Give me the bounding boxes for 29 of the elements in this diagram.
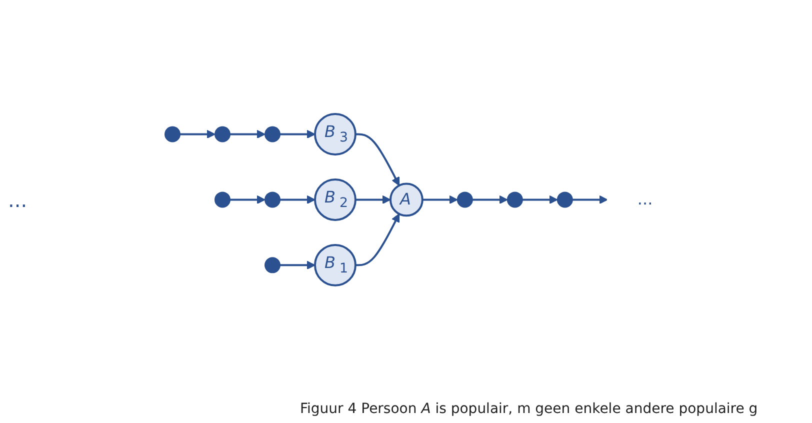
node-text: ... (637, 190, 652, 208)
node-circle (556, 192, 573, 208)
arrow (472, 195, 508, 204)
node-circle (264, 192, 280, 208)
arrow (180, 130, 216, 138)
node-circle (214, 192, 230, 208)
node-circle: B$_{2}$ (314, 178, 356, 221)
arrow (422, 195, 458, 204)
node-circle (456, 192, 473, 208)
node-circle (164, 126, 180, 142)
arrow (355, 133, 400, 186)
arrow (280, 130, 316, 138)
node-circle: A (389, 182, 424, 216)
node-circle: B$_{3}$ (314, 112, 356, 156)
node-circle (264, 256, 280, 273)
arrow (355, 195, 391, 204)
arrow (522, 195, 558, 204)
arrow (572, 195, 608, 204)
node-circle (506, 192, 523, 208)
arrow (355, 213, 400, 266)
arrow (280, 260, 316, 270)
node-circle (214, 126, 230, 142)
ellipsis-text: ... (8, 188, 28, 212)
arrow (230, 195, 266, 204)
arrow (280, 195, 316, 204)
node-circle: B$_{1}$ (314, 244, 356, 286)
arrow (230, 130, 266, 138)
node-circle (264, 126, 280, 142)
figure-caption: Figuur 4 Persoon A is populair, m geen enkele andere populaire g (300, 401, 758, 417)
